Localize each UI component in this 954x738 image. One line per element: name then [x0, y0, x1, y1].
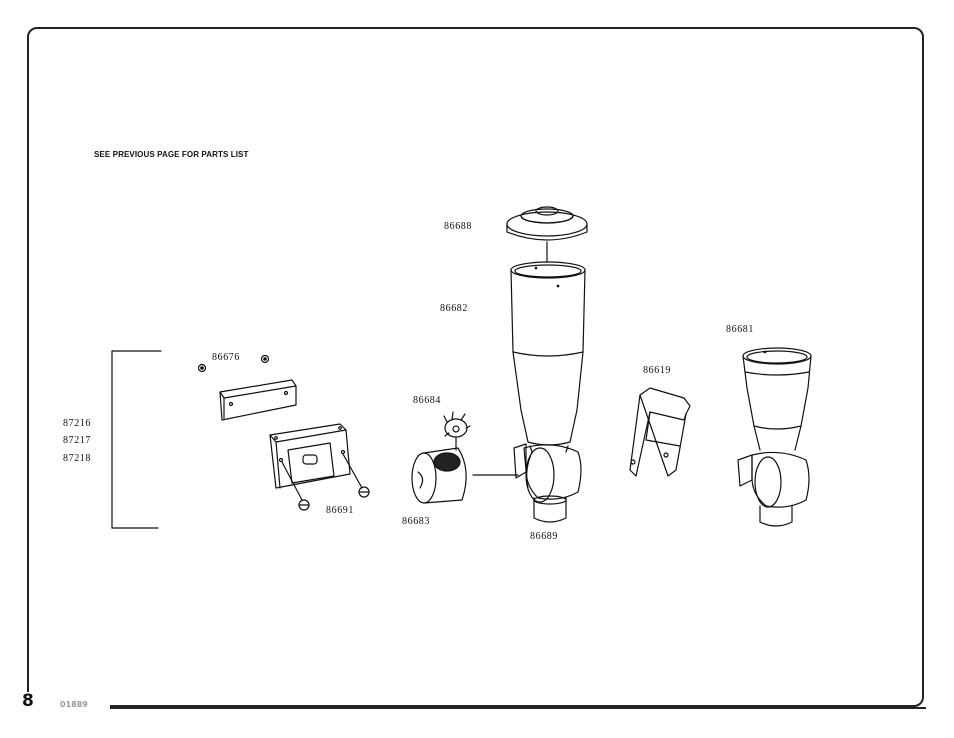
label-86684: 86684 — [413, 395, 441, 406]
spout-86683 — [411, 447, 467, 504]
label-86619: 86619 — [643, 365, 671, 376]
rotor-86684 — [443, 411, 471, 451]
document-code: 01889 — [60, 700, 88, 709]
label-86689: 86689 — [530, 531, 558, 542]
label-86688: 86688 — [444, 221, 472, 232]
label-87217: 87217 — [63, 435, 91, 446]
page-number: 8 — [22, 691, 34, 711]
label-87218: 87218 — [63, 453, 91, 464]
hopper-86682 — [510, 261, 586, 446]
label-87216: 87216 — [63, 418, 91, 429]
label-86676: 86676 — [212, 352, 240, 363]
wall-bracket-86619 — [629, 387, 691, 477]
label-86682: 86682 — [440, 303, 468, 314]
washers-86676 — [197, 354, 270, 373]
page-frame — [27, 27, 924, 707]
label-86681: 86681 — [726, 324, 754, 335]
dispenser-86681 — [737, 347, 812, 527]
mounting-rail — [219, 379, 297, 421]
parts-list-note: SEE PREVIOUS PAGE FOR PARTS LIST — [94, 150, 249, 159]
label-86691: 86691 — [326, 505, 354, 516]
frame-gap — [22, 690, 110, 720]
footer-rule — [110, 707, 926, 709]
kit-bracket — [111, 350, 162, 529]
bracket-86691 — [269, 423, 370, 511]
valve-body-86689 — [472, 443, 582, 523]
label-86683: 86683 — [402, 516, 430, 527]
lid-86688 — [506, 206, 588, 263]
frame-left-stub — [27, 660, 29, 692]
